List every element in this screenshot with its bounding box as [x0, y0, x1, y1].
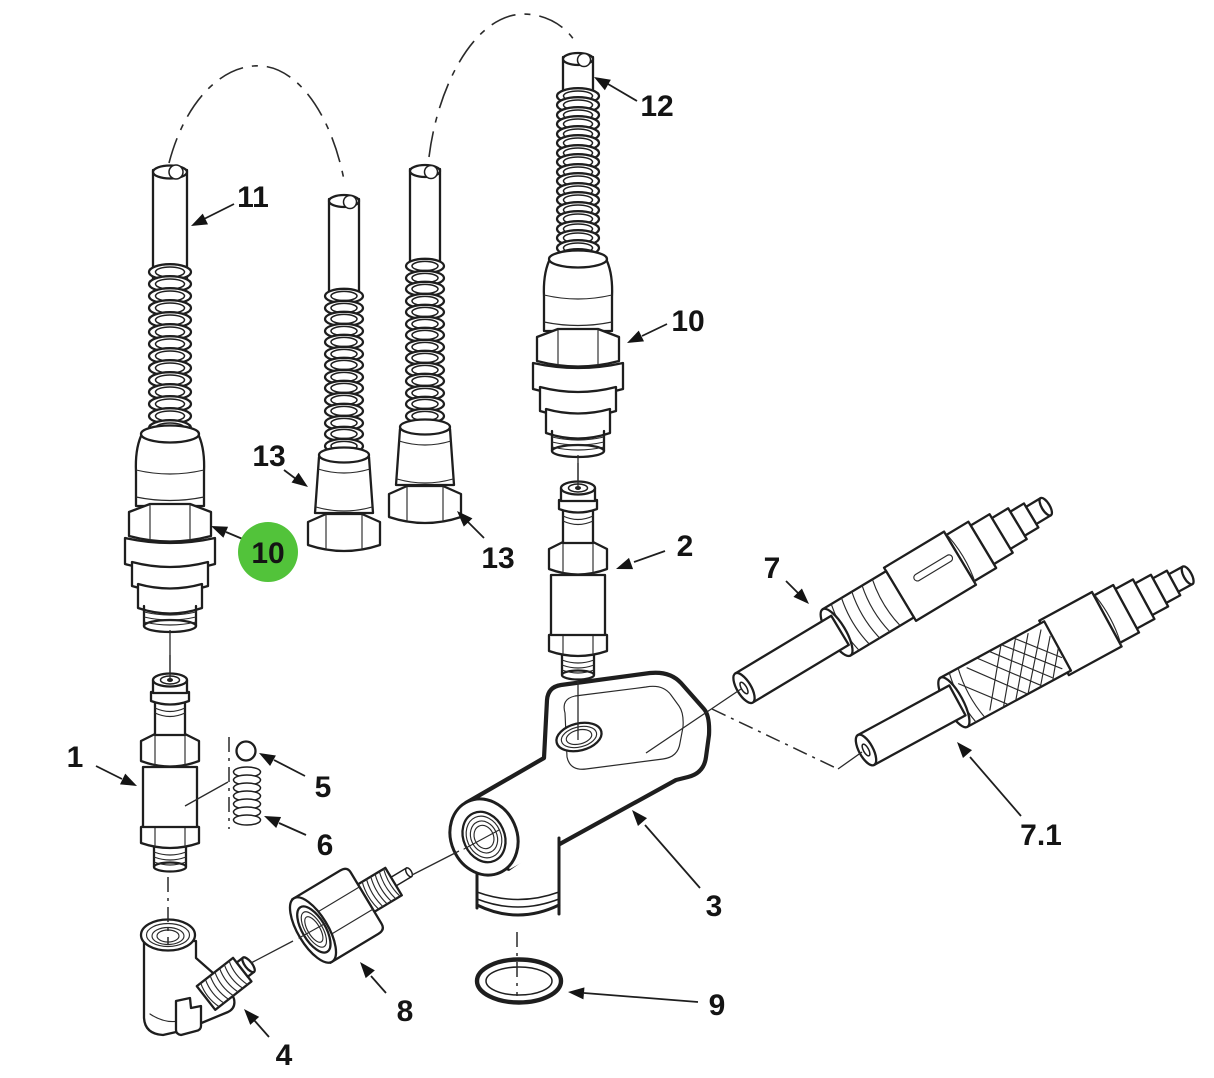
ball-5 — [235, 740, 257, 762]
callout-4: 4 — [276, 1039, 293, 1072]
cable-13-left — [306, 193, 382, 553]
callout-8: 8 — [397, 995, 414, 1028]
tick-line — [184, 781, 229, 807]
callout-11: 11 — [237, 181, 269, 214]
cable-assembly-7-1 — [854, 565, 1195, 767]
cable-11 — [147, 164, 193, 449]
o-ring-9 — [474, 957, 564, 1005]
check-valve-1 — [139, 653, 201, 873]
callout-10-right: 10 — [671, 305, 704, 338]
check-valve-2 — [547, 461, 609, 681]
callout-7-1: 7.1 — [1020, 819, 1062, 852]
callout-3: 3 — [706, 890, 723, 923]
connector-10-left — [123, 424, 217, 680]
spring-6 — [232, 766, 262, 826]
adapter-8 — [288, 866, 414, 964]
highlight-circle — [238, 522, 298, 582]
callout-leaders — [95, 77, 1022, 1038]
highlight-label: 10 — [251, 537, 284, 570]
cable-loop-arcs — [168, 13, 578, 181]
cable-assembly-7 — [732, 496, 1054, 705]
callout-7: 7 — [764, 552, 781, 585]
callout-6: 6 — [317, 829, 334, 862]
connector-10-right — [531, 249, 625, 488]
callout-9: 9 — [709, 989, 726, 1022]
cable-13-right — [387, 163, 463, 525]
assembly-line-left — [250, 829, 500, 964]
callout-13-left: 13 — [252, 440, 285, 473]
elbow-fitting-4 — [139, 918, 256, 1037]
callout-12: 12 — [640, 90, 673, 123]
callout-2: 2 — [677, 530, 694, 563]
cable-12 — [555, 51, 601, 266]
assembly-line-right — [645, 688, 863, 770]
callout-5: 5 — [315, 771, 332, 804]
callout-labels: 11 13 13 12 10 2 1 5 6 3 8 4 9 7 7.1 — [67, 90, 1062, 1072]
callout-1: 1 — [67, 741, 84, 774]
callout-13-right: 13 — [481, 542, 514, 575]
highlighted-callout-10[interactable]: 10 — [238, 522, 298, 582]
tee-fitting-3 — [448, 670, 712, 922]
